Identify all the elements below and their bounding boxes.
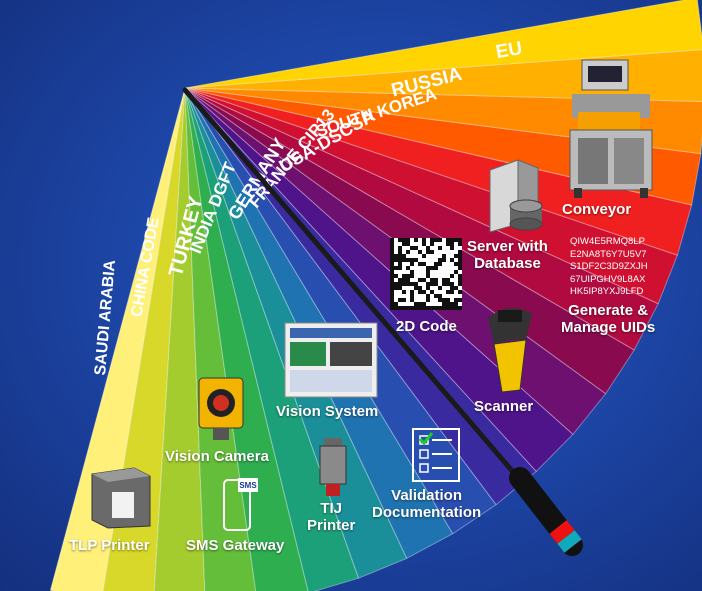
generate-uids-label: Generate & Manage UIDs: [561, 302, 656, 336]
vision-camera-label: Vision Camera: [165, 448, 269, 465]
canopy-panel: [184, 87, 693, 256]
uid-item: S1DF2C3D9ZXJH: [570, 261, 648, 273]
canopy-panel: [184, 87, 679, 305]
conveyor-machine-icon: [569, 59, 653, 198]
uid-item: HK5IP8YXJ9LFD: [570, 286, 644, 298]
validation-label: Validation Documentation: [372, 487, 482, 521]
server-database-icon: [489, 159, 543, 233]
uid-item: 67UIPGHV9L8AX: [570, 273, 646, 285]
barcode-scanner-icon: [488, 307, 532, 393]
server-label: Server with Database: [467, 238, 548, 272]
tij-printer-icon: [319, 438, 347, 496]
canopy-panel: [184, 0, 702, 89]
umbrella-shaft: [182, 87, 523, 483]
canopy-panel: [153, 87, 206, 591]
tij-printer-label: TIJ Printer: [307, 500, 356, 534]
vision-system-label: Vision System: [276, 403, 379, 420]
umbrella-handle: [509, 467, 583, 556]
country-label: EU: [494, 38, 524, 63]
vision-camera-icon: [198, 377, 244, 440]
2d-code-label: 2D Code: [396, 318, 457, 335]
sms-phone-icon: SMS: [223, 478, 258, 531]
validation-checklist-icon: [412, 428, 460, 482]
tlp-printer-label: TLP Printer: [69, 537, 150, 554]
sms-gateway-label: SMS Gateway: [186, 537, 285, 554]
tlp-printer-icon: [91, 467, 151, 529]
conveyor-label: Conveyor: [562, 201, 632, 218]
scanner-label: Scanner: [474, 398, 534, 415]
datamatrix-code-icon: [390, 238, 462, 310]
uid-item: QIW4E5RMQ8LP: [570, 236, 645, 247]
sms-badge: SMS: [239, 481, 257, 490]
vision-system-monitor-icon: [284, 322, 378, 398]
uid-item: E2NA8T6Y7U5V7: [570, 248, 647, 260]
